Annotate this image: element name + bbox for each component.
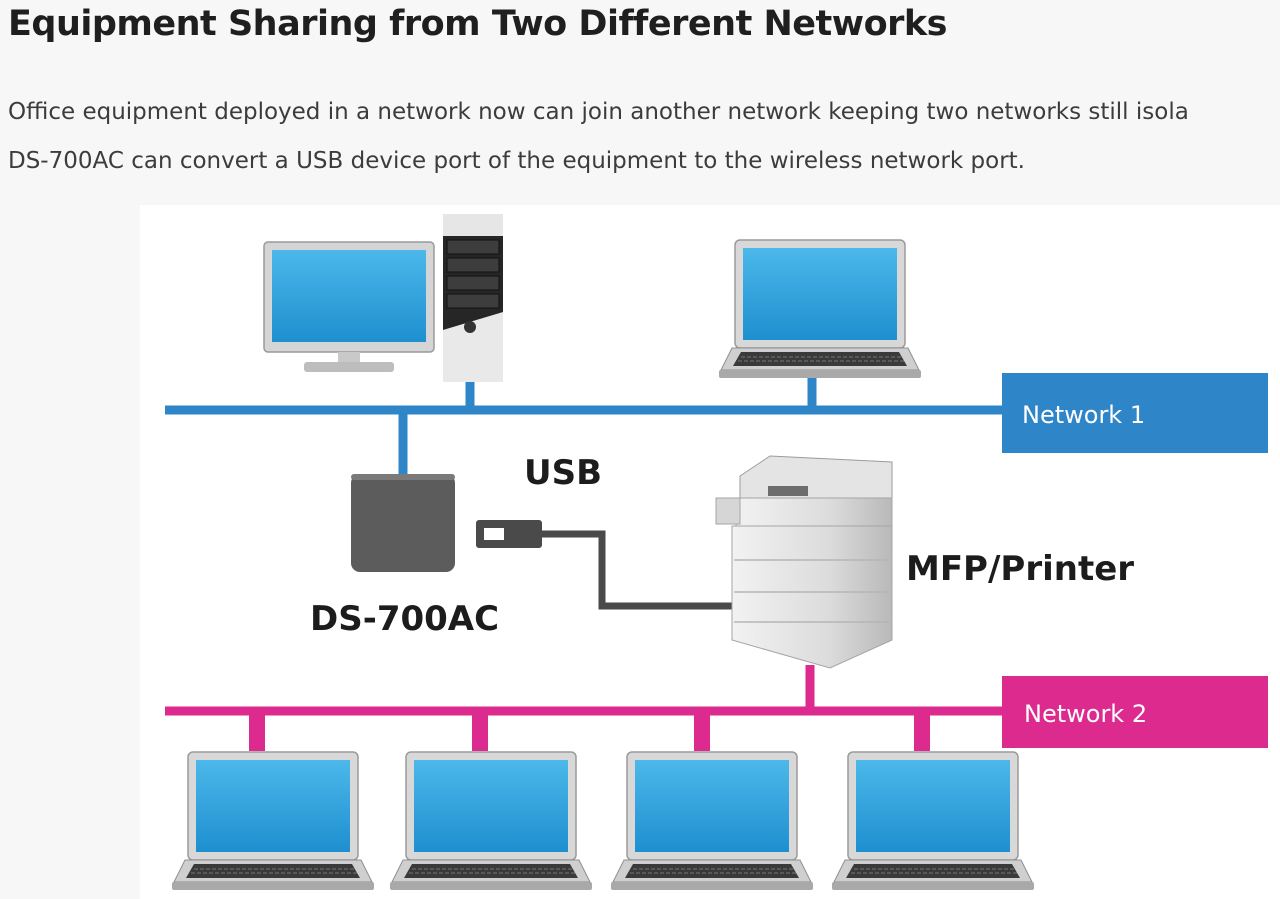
mfp-printer-label: MFP/Printer: [906, 549, 1134, 589]
network-2-line: [165, 665, 1005, 751]
network-1-label-box: Network 1: [1002, 373, 1268, 453]
desktop-monitor-icon: [263, 241, 435, 372]
network-1-line: [165, 375, 1005, 478]
page-title: Equipment Sharing from Two Different Net…: [8, 4, 948, 44]
laptop-network-2-icon: [831, 751, 1035, 891]
mfp-printer-icon: [715, 455, 893, 669]
laptop-network-2-icon: [171, 751, 375, 891]
intro-line-1: Office equipment deployed in a network n…: [8, 99, 1189, 125]
usb-label: USB: [524, 453, 602, 493]
network-diagram: Network 1 Network 2: [140, 205, 1280, 899]
network-2-label: Network 2: [1024, 700, 1147, 728]
laptop-network-1-icon: [718, 239, 922, 379]
network-2-label-box: Network 2: [1002, 676, 1268, 748]
ds-700ac-label: DS-700AC: [310, 599, 499, 639]
ds-700ac-device-icon: [351, 474, 455, 572]
laptop-network-2-icon: [610, 751, 814, 891]
intro-line-2: DS-700AC can convert a USB device port o…: [8, 148, 1025, 174]
intro-text: Office equipment deployed in a network n…: [8, 88, 1280, 186]
laptop-network-2-icon: [389, 751, 593, 891]
desktop-tower-icon: [443, 214, 503, 382]
network-1-label: Network 1: [1022, 401, 1145, 429]
usb-cable: [476, 520, 735, 610]
